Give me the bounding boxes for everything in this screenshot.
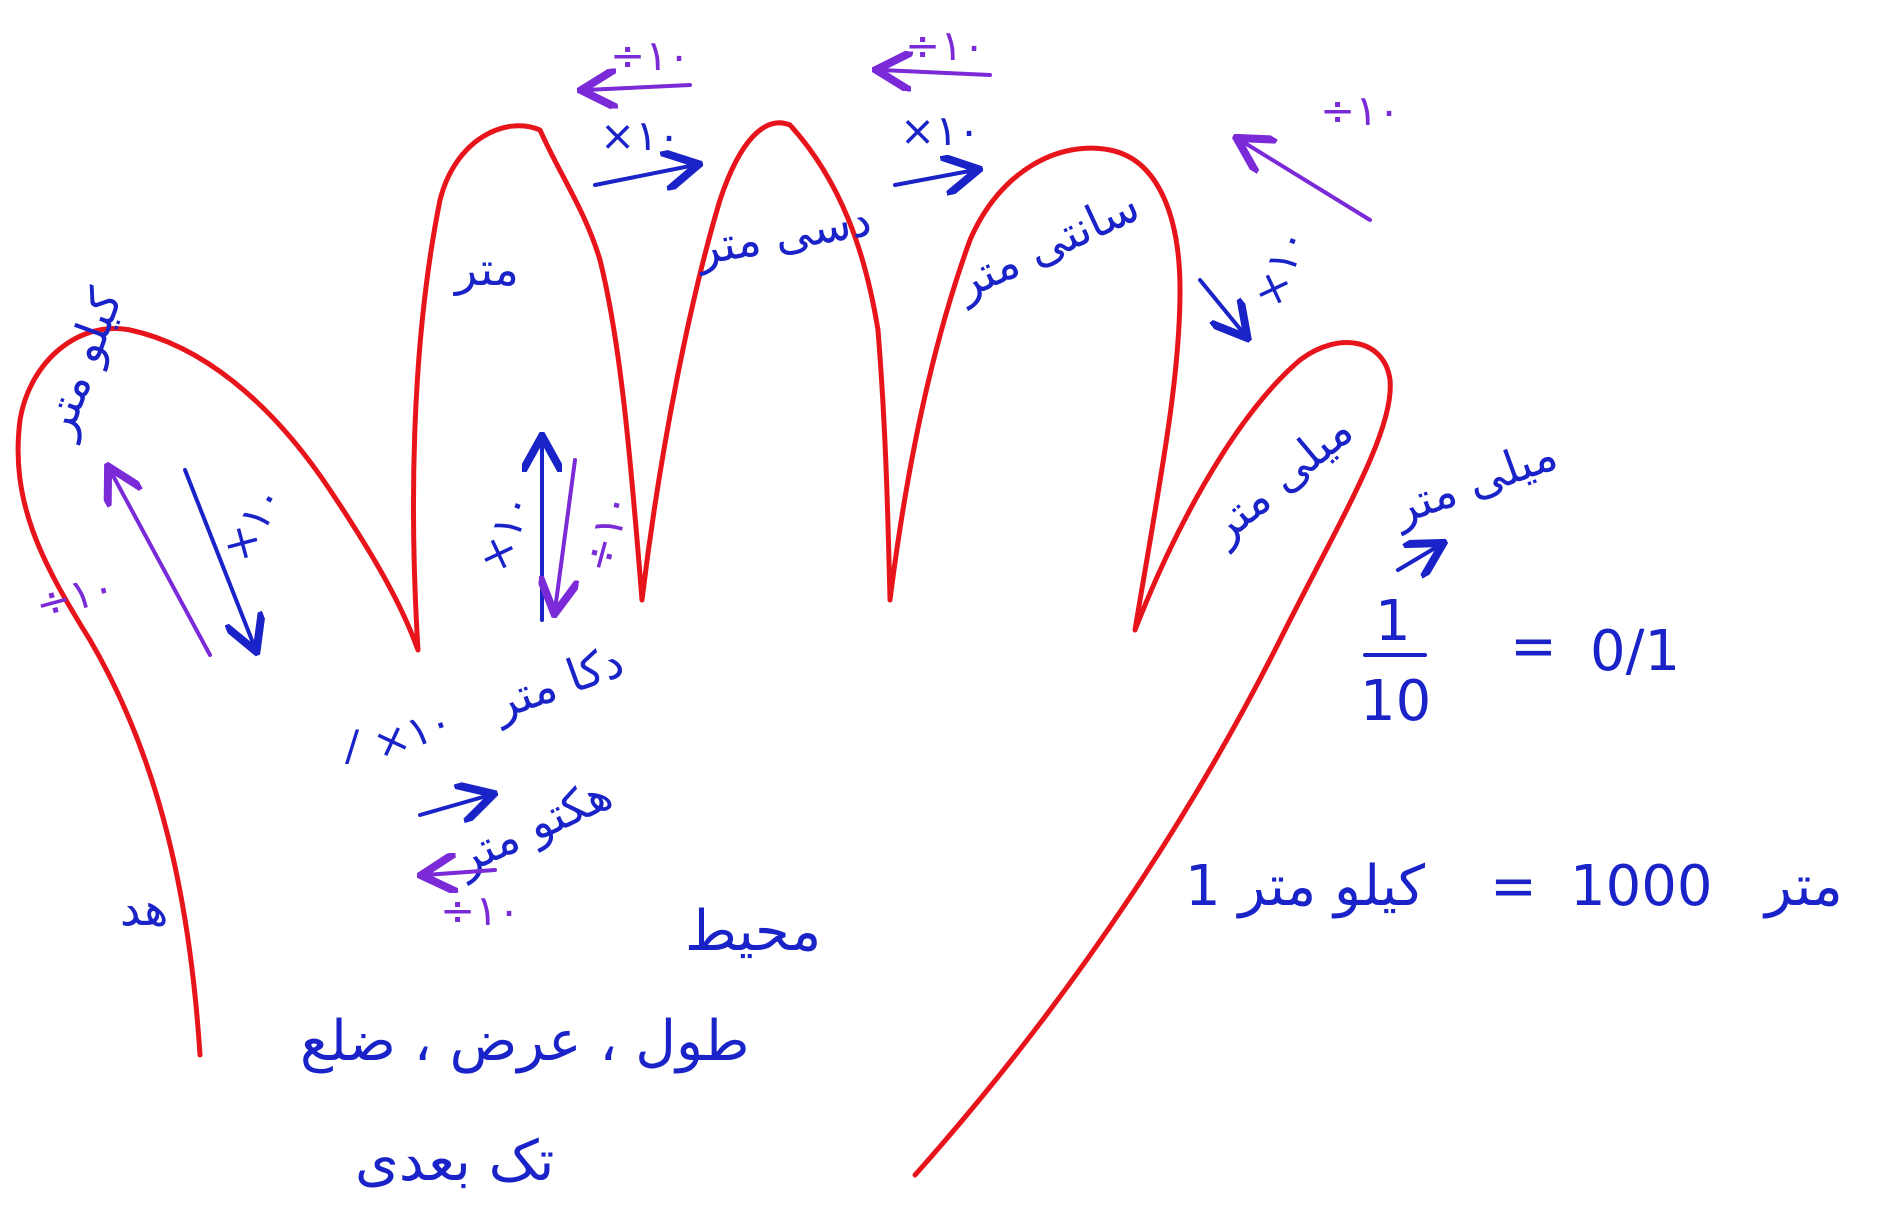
op-kilometer-mul: ×۱۰ bbox=[211, 476, 294, 570]
arrow-palm-right bbox=[418, 795, 490, 815]
arrow-meter-right bbox=[593, 165, 695, 185]
arrow-palm-left bbox=[425, 870, 497, 875]
finger-label-millimeter: میلی متر bbox=[1196, 402, 1364, 555]
arrow-kilometer-up bbox=[110, 470, 212, 657]
op-meter-mul: ×۱۰ bbox=[600, 111, 680, 160]
arrow-centimeter-down bbox=[1198, 278, 1245, 335]
op-palm-mul: ×۱۰ bbox=[367, 696, 459, 770]
finger-label-meter: متر bbox=[453, 242, 519, 297]
op-centimeter-mul: ×۱۰ bbox=[1243, 221, 1317, 313]
arrow-decimeter-left bbox=[880, 70, 992, 75]
palm-label-hekta: هد bbox=[120, 882, 168, 936]
op-centimeter-div: ÷۱۰ bbox=[1320, 86, 1400, 135]
palm-label-decameter: دکا متر bbox=[483, 633, 630, 732]
formula-decimal: 0/1 bbox=[1590, 619, 1680, 684]
op-decameter-mul: ×۱۰ bbox=[468, 486, 542, 578]
formula-equals-2: = bbox=[1490, 854, 1537, 919]
formula-millimeter-label: میلی متر bbox=[1383, 426, 1564, 537]
op-meter-div: ÷۱۰ bbox=[610, 31, 690, 80]
formula-thousand: 1000 bbox=[1570, 854, 1713, 919]
palm-label-hectometer: هکتو متر bbox=[445, 766, 620, 887]
formula-fraction-num: 1 bbox=[1375, 589, 1411, 654]
arrow-kilometer-down bbox=[183, 468, 255, 648]
note-one-dimensional: تک بعدی bbox=[355, 1129, 554, 1194]
op-decimeter-div: ÷۱۰ bbox=[905, 21, 985, 70]
op-palm-div: ÷۱۰ bbox=[440, 886, 520, 935]
op-kilometer-div: ÷۱۰ bbox=[30, 562, 120, 630]
op-decimeter-mul: ×۱۰ bbox=[900, 106, 980, 155]
finger-label-centimeter: سانتی متر bbox=[945, 178, 1148, 312]
arrow-meter-down bbox=[555, 458, 575, 610]
arrow-meter-left bbox=[585, 85, 692, 90]
formula-meter-word: متر bbox=[1762, 854, 1843, 919]
formula-one-km: 1 کیلو متر bbox=[1185, 854, 1425, 919]
op-palm-slash: / bbox=[345, 721, 360, 770]
note-dimensions: طول ، عرض ، ضلع bbox=[300, 1009, 749, 1074]
arrow-millimeter bbox=[1396, 545, 1440, 570]
arrow-decimeter-right bbox=[893, 170, 975, 185]
formula-equals-1: = bbox=[1510, 614, 1557, 679]
hand-outline bbox=[15, 120, 1393, 1178]
note-perimeter: محیط bbox=[685, 899, 821, 964]
op-meter-div-down: ÷۱۰ bbox=[572, 487, 640, 577]
arrow-centimeter-up bbox=[1240, 140, 1372, 222]
formula-fraction-den: 10 bbox=[1360, 669, 1431, 734]
